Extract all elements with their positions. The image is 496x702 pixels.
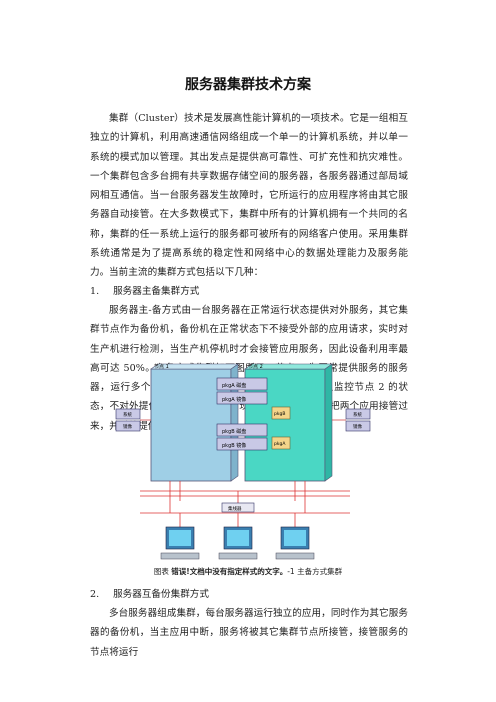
lead-paragraph: 当前主流的集群方式包括以下几种： [109,267,264,278]
pkg-b-mirror-label: pkgB 镜像 [222,442,246,449]
pkg-a-mirror-label: pkgA 镜像 [222,396,246,403]
client-computer-1 [160,526,200,560]
right-system-disks: 系统 镜像 [332,408,371,432]
client-computer-2 [218,526,258,560]
pkg-a-running [271,436,291,450]
node-1-label: 节点 1 [154,364,169,370]
left-system-label: 系统 [123,411,132,418]
left-mirror-label: 镜像 [123,423,132,430]
hub-box [221,502,255,513]
pkg-b-disk-label: pkgB 磁盘 [222,428,246,435]
pkg-a-disk-label: pkgA 磁盘 [222,382,246,389]
disk-stack-a: pkgA 磁盘 pkgA 镜像 [216,377,268,405]
figure-caption: 图表 错误!文档中没有指定样式的文字。-1 主备方式集群 [0,566,496,577]
right-system-label: 系统 [353,411,362,418]
pkg-b-running-label: pkgB [274,411,285,417]
section-2-number: 2. [90,589,100,600]
caption-prefix: 图表 [153,567,172,576]
section-1-label: 服务器主备集群方式 [113,286,200,297]
hub-label: 集线器 [228,505,242,512]
intro-paragraph: 集群（Cluster）技术是发展高性能计算机的一项技术。它是一组相互独立的计算机… [90,113,408,279]
network-lines [140,481,350,527]
section-2-body: 多台服务器组成集群，每台服务器运行独立的应用，同时作为其它服务器的备份机，当主应… [90,608,408,658]
document-title: 服务器集群技术方案 [185,77,311,93]
right-mirror-label: 镜像 [353,423,362,430]
section-1-number: 1. [90,286,100,297]
pkg-a-running-label: pkgA [274,441,286,447]
disk-stack-b: pkgB 磁盘 pkgB 镜像 [216,423,268,451]
pkg-b-running [271,406,291,420]
section-2-label: 服务器互备份集群方式 [113,589,209,600]
client-computer-3 [275,526,315,560]
node-2-label: 节点 2 [248,364,263,370]
cluster-diagram: 节点 1 节点 2 pkgA 磁盘 pkgA 镜像 pkgB 磁盘 pkgB 镜… [110,363,400,570]
section-1-heading: 1. 服务器主备集群方式 [90,282,199,301]
caption-suffix: -1 主备方式集群 [287,567,343,576]
section-2-heading: 2. 服务器互备份集群方式 [90,585,209,604]
caption-error-text: 错误!文档中没有指定样式的文字。 [171,567,288,576]
left-system-disks: 系统 镜像 [115,408,151,432]
